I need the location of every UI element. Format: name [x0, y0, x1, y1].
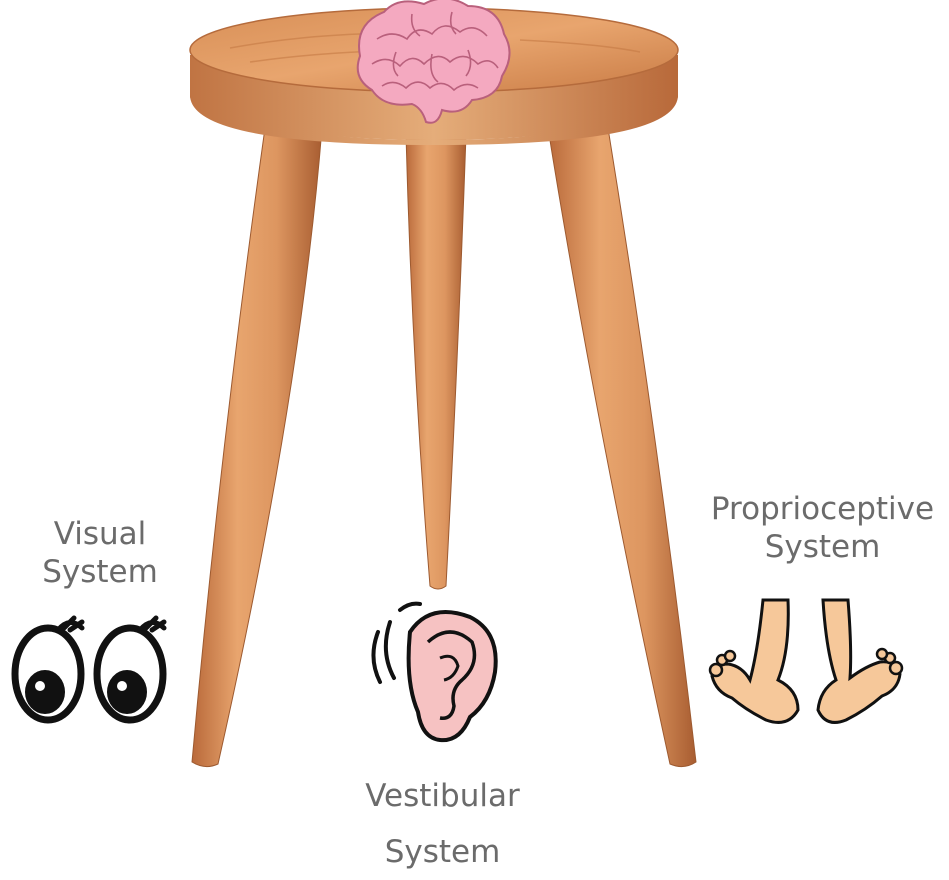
ear-icon: [373, 604, 495, 741]
stool-leg-left: [192, 128, 322, 767]
label-visual-line2: System: [20, 553, 180, 591]
eyes-icon: [15, 618, 164, 720]
right-eye: [97, 618, 164, 720]
left-eye: [15, 618, 82, 720]
label-proprioceptive-line2: System: [690, 528, 949, 566]
stool-leg-right: [548, 128, 696, 767]
feet-icon: [710, 600, 902, 722]
label-visual-system: Visual System: [20, 515, 180, 591]
label-vestibular-system: Vestibular System: [335, 768, 550, 880]
label-vestibular-line2: System: [335, 824, 550, 880]
label-proprioceptive-system: Proprioceptive System: [690, 490, 949, 566]
label-visual-line1: Visual: [20, 515, 180, 553]
stool-leg-middle: [406, 135, 466, 589]
label-vestibular-line1: Vestibular: [335, 768, 550, 824]
label-proprioceptive-line1: Proprioceptive: [690, 490, 949, 528]
stool-diagram: [0, 0, 949, 862]
